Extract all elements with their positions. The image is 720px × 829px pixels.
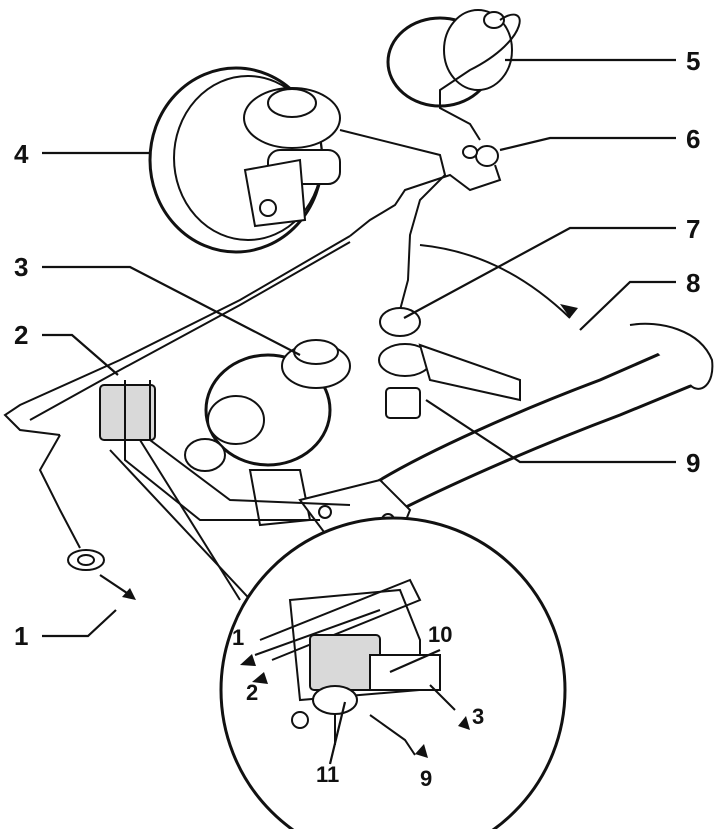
part-4-canister: [148, 66, 341, 254]
leader-9: [425, 399, 676, 464]
detail-arrow-1: [240, 654, 256, 666]
part-3-turbo: [184, 339, 351, 527]
leader-3: [42, 265, 301, 356]
callout-7: 7: [686, 214, 700, 244]
leader-8: [579, 280, 676, 331]
callout-5: 5: [686, 46, 700, 76]
callout-9: 9: [686, 448, 700, 478]
part-1-grommet: [38, 434, 105, 571]
callout-3: 3: [14, 252, 28, 282]
detail-callout-11: 11: [316, 762, 339, 787]
detail-arrow-3: [458, 716, 470, 730]
callout-2: 2: [14, 320, 28, 350]
part-8-intake-pipe: [377, 322, 714, 512]
detail-arrow-2: [252, 672, 268, 684]
detail-callout-1: 1: [232, 625, 244, 650]
part-7-egr-valve: [378, 307, 521, 419]
callout-6: 6: [686, 124, 700, 154]
detail-callout-2: 2: [246, 680, 258, 705]
leader-detail-10: [389, 648, 441, 674]
vacuum-lines-upper: [3, 13, 571, 436]
part-6-fitting: [462, 145, 499, 167]
solenoid-block: [99, 380, 351, 611]
detail-callout-3: 3: [472, 704, 484, 729]
leader-6: [499, 136, 676, 152]
detail-circle: [219, 516, 567, 829]
arrow-8: [560, 304, 578, 318]
callout-4: 4: [14, 139, 29, 169]
callout-1: 1: [14, 621, 28, 651]
arrow-1: [99, 574, 131, 596]
callout-8: 8: [686, 268, 700, 298]
leader-2: [42, 333, 119, 376]
leader-detail-11: [328, 701, 347, 765]
part-5-vacuum-canister: [386, 9, 513, 108]
leader-7: [403, 226, 676, 319]
leader-1: [42, 609, 117, 638]
detail-arrow-9: [415, 744, 428, 758]
detail-callout-9: 9: [420, 766, 432, 791]
detail-callout-10: 10: [428, 622, 452, 647]
arrow-1-head: [122, 588, 136, 600]
